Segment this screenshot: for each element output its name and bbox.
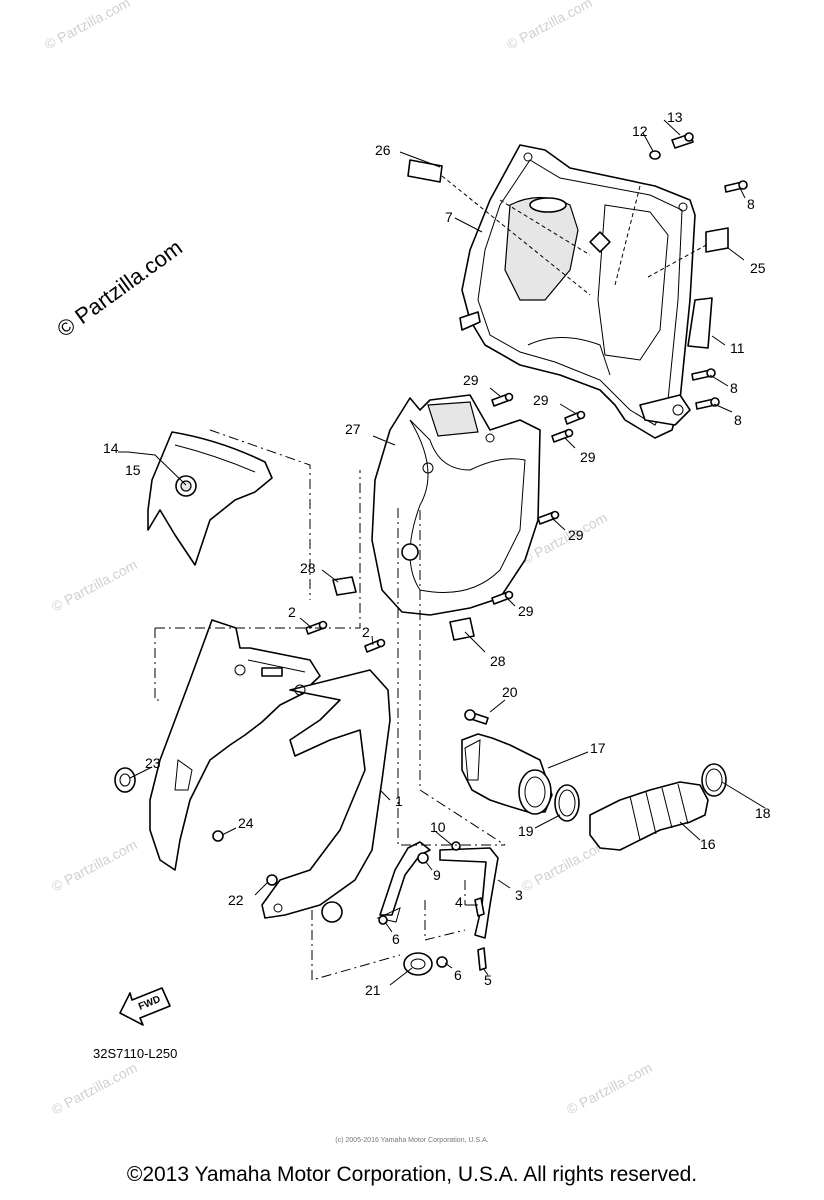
part-29-screw	[564, 410, 586, 425]
callout-21: 21	[365, 982, 381, 998]
part-3-stay	[376, 841, 499, 939]
watermark-tile: © Partzilla.com	[504, 0, 595, 53]
callout-18: 18	[755, 805, 771, 821]
callout-19: 19	[518, 823, 534, 839]
part-14-emblem-panel	[147, 431, 273, 566]
callout-2: 2	[288, 604, 296, 620]
watermark-tile: © Partzilla.com	[519, 836, 610, 894]
part-17-joint	[461, 733, 553, 815]
part-20-bolt	[464, 709, 489, 725]
callout-20: 20	[502, 684, 518, 700]
callout-7: 7	[445, 209, 453, 225]
part-9-nut	[417, 852, 429, 864]
watermark-tile: © Partzilla.com	[49, 556, 140, 614]
part-8-bolt	[691, 368, 716, 381]
callout-6: 6	[392, 931, 400, 947]
part-29-screw	[491, 590, 514, 605]
part-2-screw	[364, 638, 386, 653]
callout-6: 6	[454, 967, 462, 983]
part-8-bolt	[695, 397, 720, 410]
callout-22: 22	[228, 892, 244, 908]
part-13-bolt	[671, 132, 694, 149]
callout-1: 1	[395, 793, 403, 809]
watermark-tile: © Partzilla.com	[42, 0, 133, 53]
callout-25: 25	[750, 260, 766, 276]
callout-17: 17	[590, 740, 606, 756]
callout-16: 16	[700, 836, 716, 852]
callout-29: 29	[533, 392, 549, 408]
assembly-lines	[154, 175, 709, 981]
callout-29: 29	[580, 449, 596, 465]
callout-3: 3	[515, 887, 523, 903]
fine-print: (c) 2005-2016 Yamaha Motor Corporation, …	[335, 1137, 489, 1144]
fwd-arrow: FWD	[119, 987, 171, 1026]
part-18-clamp	[701, 763, 727, 797]
watermark-tile: © Partzilla.com	[49, 836, 140, 894]
part-22-nut	[266, 874, 278, 886]
part-27-inner-cover	[371, 394, 541, 616]
part-6-grommet	[436, 956, 448, 968]
callout-28: 28	[300, 560, 316, 576]
part-16-boot	[589, 781, 709, 851]
callout-8: 8	[747, 196, 755, 212]
part-29-screw	[551, 428, 574, 443]
copyright-notice: ©2013 Yamaha Motor Corporation, U.S.A. A…	[126, 1163, 698, 1186]
callout-13: 13	[667, 109, 683, 125]
callout-14: 14	[103, 440, 119, 456]
part-25-label	[705, 227, 729, 253]
part-12-washer	[649, 150, 661, 160]
callout-23: 23	[145, 755, 161, 771]
watermark-tile: © Partzilla.com	[564, 1059, 655, 1117]
callout-8: 8	[734, 412, 742, 428]
callout-26: 26	[375, 142, 391, 158]
part-29-screw	[491, 392, 514, 407]
part-26-label	[407, 159, 443, 183]
part-8-bolt	[724, 180, 748, 193]
part-5-bolt	[477, 947, 487, 971]
callout-4: 4	[455, 894, 463, 910]
part-19-clamp	[554, 784, 580, 822]
part-10-washer	[451, 841, 461, 851]
callout-29: 29	[568, 527, 584, 543]
part-1-front-cover	[149, 619, 391, 923]
callout-12: 12	[632, 123, 648, 139]
part-29-screw	[537, 510, 560, 525]
callout-29: 29	[518, 603, 534, 619]
brand-watermark: © Partzilla.com	[52, 235, 187, 342]
watermark-tile: © Partzilla.com	[49, 1059, 140, 1117]
callout-29: 29	[463, 372, 479, 388]
leader-lines	[118, 119, 766, 986]
callout-27: 27	[345, 421, 361, 437]
part-23-cap	[114, 767, 136, 793]
part-28-clip	[332, 576, 357, 596]
callout-15: 15	[125, 462, 141, 478]
part-21-cap	[403, 952, 433, 976]
callout-8: 8	[730, 380, 738, 396]
callout-11: 11	[730, 340, 745, 356]
callout-2: 2	[362, 624, 370, 640]
part-4-bolt	[474, 897, 485, 917]
diagram-code: 32S7110-L250	[93, 1046, 178, 1061]
callout-labels: 26 7 12 13 8 25 11 8 8 14 15 27 29 29 29…	[103, 109, 771, 998]
part-24-nut	[212, 830, 224, 842]
callout-5: 5	[484, 972, 492, 988]
callout-10: 10	[430, 819, 446, 835]
part-7-inner-panel	[459, 144, 696, 439]
part-11-strip	[687, 297, 713, 349]
callout-24: 24	[238, 815, 254, 831]
callout-28: 28	[490, 653, 506, 669]
callout-9: 9	[433, 867, 441, 883]
